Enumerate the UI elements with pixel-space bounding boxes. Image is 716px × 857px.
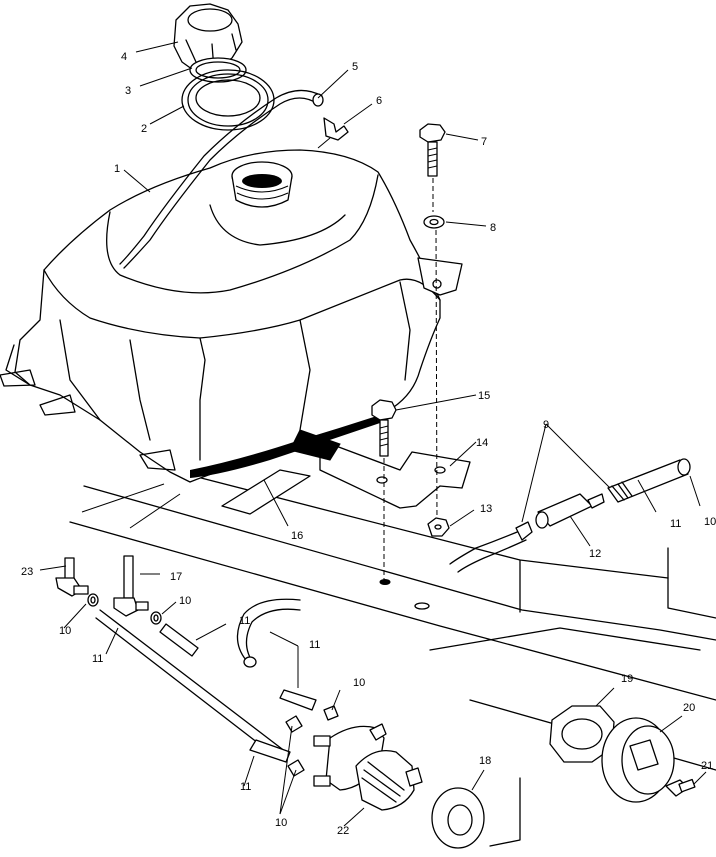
- fuel-hose-left: [449, 521, 533, 573]
- retaining-nut: [549, 705, 615, 763]
- label-12: 12: [589, 548, 601, 560]
- label-15: 15: [478, 390, 490, 402]
- label-11-left: 11: [92, 653, 103, 665]
- label-10-bottom: 10: [275, 817, 287, 829]
- label-10-left: 10: [59, 625, 71, 637]
- label-8: 8: [490, 222, 496, 234]
- label-23: 23: [21, 566, 33, 578]
- label-7: 7: [481, 136, 487, 148]
- label-9: 9: [543, 419, 549, 431]
- label-10-pump: 10: [353, 677, 365, 689]
- fuel-tank: [0, 149, 441, 483]
- label-22: 22: [337, 825, 349, 837]
- label-16: 16: [291, 530, 303, 542]
- label-19: 19: [621, 673, 633, 685]
- label-21: 21: [701, 760, 713, 772]
- fuel-cap: [173, 3, 243, 73]
- leader-lines: [39, 41, 707, 827]
- frame-rails: [69, 469, 716, 771]
- label-17: 17: [170, 571, 182, 583]
- cover-screw: [665, 778, 696, 797]
- pump-cover: [601, 717, 675, 803]
- label-11-bottom: 11: [240, 781, 251, 793]
- fuel-pump: [313, 723, 423, 811]
- label-20: 20: [683, 702, 695, 714]
- gasket: [189, 57, 247, 83]
- label-2: 2: [141, 123, 147, 135]
- hose-clamps-left: [87, 593, 162, 625]
- tank-pad: [221, 469, 311, 515]
- vent-fitting: [317, 117, 349, 149]
- label-11-middle: 11: [239, 615, 250, 627]
- elbow-fitting: [55, 557, 89, 597]
- return-hose: [236, 598, 301, 668]
- label-11-right: 11: [670, 518, 681, 530]
- hose-clamps-pump: [285, 705, 339, 777]
- part-labels: 4 3 2 1 5 6 7 8 15 14 9 11 10 12 13 16 1…: [21, 51, 716, 837]
- inline-filter: [535, 493, 605, 529]
- fuel-hose-right: [607, 458, 691, 503]
- label-10-tee: 10: [179, 595, 191, 607]
- label-10-right: 10: [704, 516, 716, 528]
- mounting-screw: [371, 399, 397, 580]
- label-11-return: 11: [309, 639, 320, 651]
- vent-hose: [119, 89, 324, 269]
- label-18: 18: [479, 755, 491, 767]
- washer-8: [423, 215, 445, 229]
- tee-fitting: [113, 555, 149, 617]
- label-4: 4: [121, 51, 127, 63]
- label-6: 6: [376, 95, 382, 107]
- label-14: 14: [476, 437, 488, 449]
- bolt-7: [419, 123, 446, 526]
- label-5: 5: [352, 61, 358, 73]
- hoses-left: [95, 609, 317, 763]
- label-1: 1: [114, 163, 120, 175]
- nut-13: [427, 517, 450, 537]
- mount-bracket: [289, 257, 471, 509]
- label-3: 3: [125, 85, 131, 97]
- seal-washer: [431, 777, 521, 849]
- filler-neck: [231, 161, 293, 208]
- label-13: 13: [480, 503, 492, 515]
- seal-ring: [181, 69, 275, 131]
